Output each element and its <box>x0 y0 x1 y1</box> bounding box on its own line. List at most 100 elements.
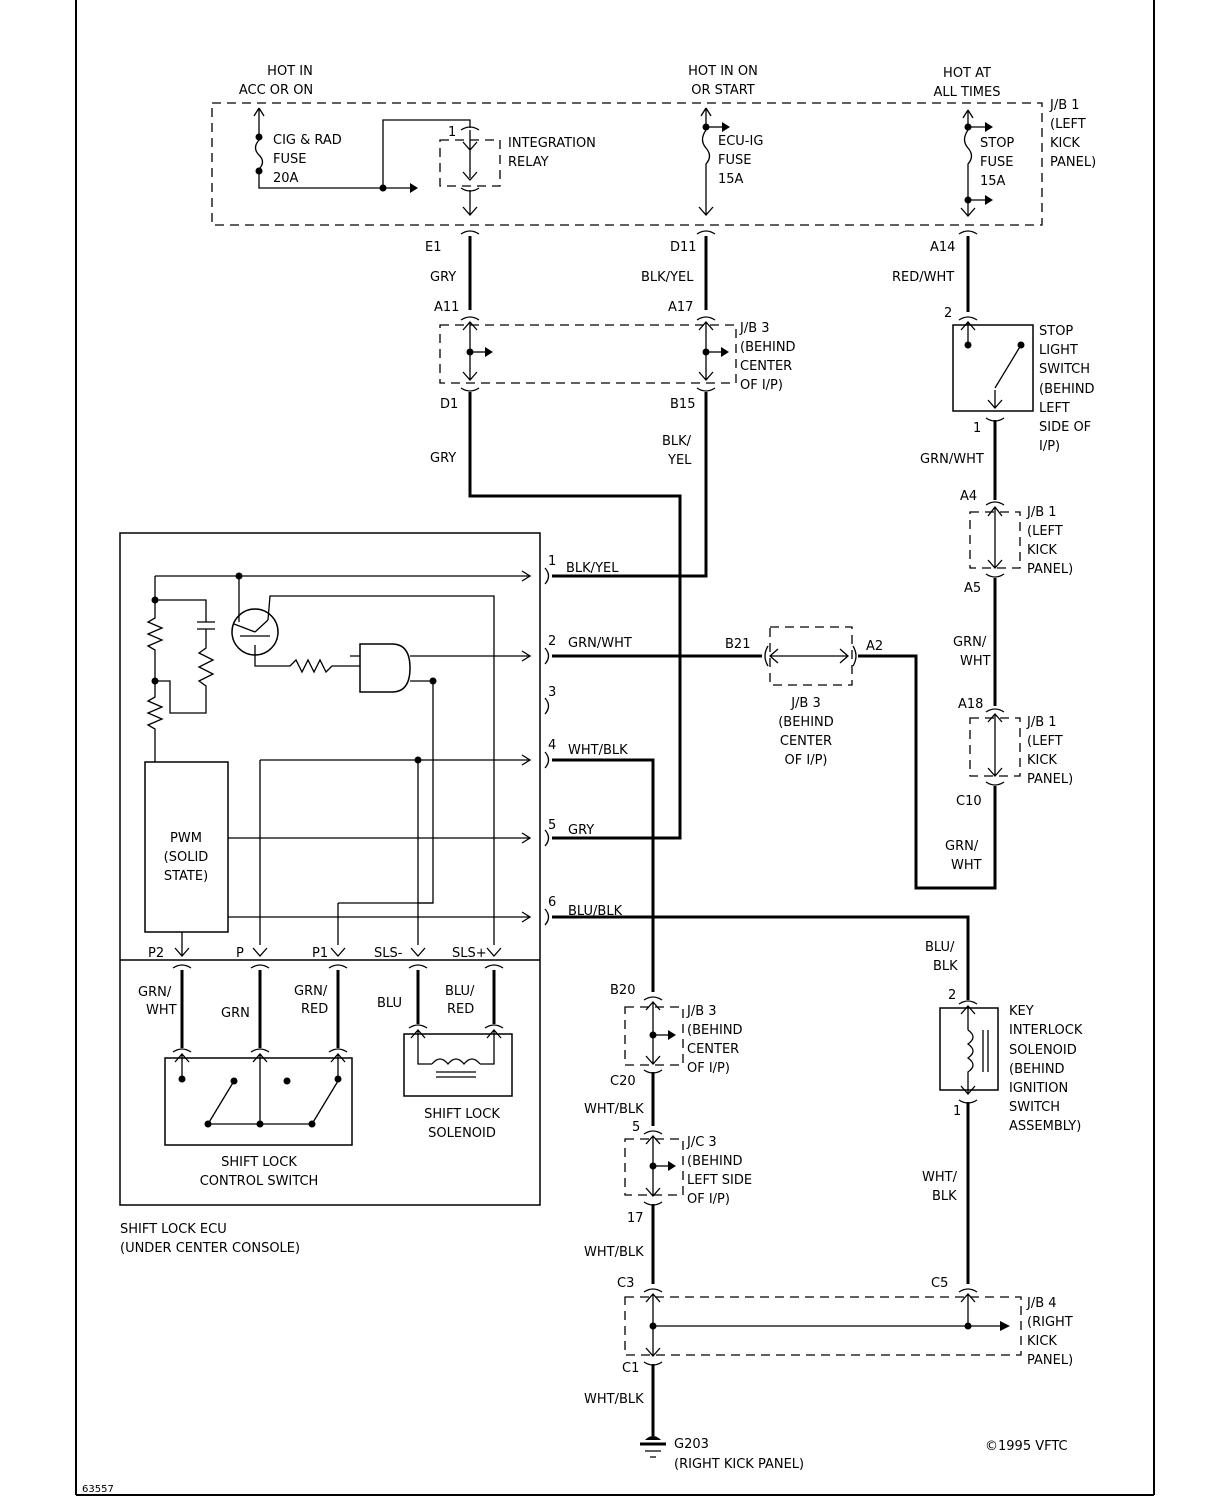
relay-out-arrow <box>462 190 478 216</box>
ecu-internal-circuit <box>146 572 495 945</box>
wire-blu-blk-pin6 <box>552 915 970 1000</box>
svg-text:J/B 3: J/B 3 <box>739 321 770 336</box>
svg-text:BLK/: BLK/ <box>662 434 692 449</box>
ecu-pin-2: 2 GRN/WHT <box>410 634 632 665</box>
conn-c20: C20 <box>610 1074 636 1089</box>
svg-text:KICK: KICK <box>1027 1334 1057 1349</box>
acc-on-label-1: HOT IN <box>267 64 313 79</box>
jb3-b21-box: B21 A2 J/B 3 (BEHIND CENTER OF I/P) <box>552 626 883 768</box>
svg-text:SHIFT LOCK: SHIFT LOCK <box>424 1107 500 1122</box>
jc3-pin-17: 17 <box>627 1211 644 1226</box>
conn-a4: A4 <box>960 489 977 504</box>
wire-wht-blk-label-2: WHT/BLK <box>584 1102 644 1117</box>
svg-text:4: 4 <box>548 738 556 753</box>
svg-text:WHT/BLK: WHT/BLK <box>568 743 628 758</box>
figure-number: 63557 <box>82 1484 114 1495</box>
jb1-top-box <box>211 102 1043 226</box>
svg-text:SHIFT LOCK: SHIFT LOCK <box>221 1155 297 1170</box>
wire-gry: E1 GRY <box>425 236 472 310</box>
ecu-ig-fuse: ECU-IG FUSE 15A <box>698 107 763 216</box>
ecu-pin-p2: P2 <box>148 946 164 961</box>
svg-text:RED: RED <box>447 1002 474 1017</box>
svg-text:(BEHIND: (BEHIND <box>778 715 834 730</box>
key-pin-2: 2 <box>948 988 956 1003</box>
svg-text:GRN/: GRN/ <box>138 985 172 1000</box>
svg-text:IGNITION: IGNITION <box>1009 1081 1068 1096</box>
stop-fuse: STOP FUSE 15A <box>960 109 1014 217</box>
conn-a5: A5 <box>964 581 981 596</box>
jb1-top-label: J/B 1 (LEFT KICK PANEL) <box>1049 98 1096 170</box>
svg-text:FUSE: FUSE <box>273 152 306 167</box>
svg-text:BLU/: BLU/ <box>925 940 955 955</box>
power-source-labels: HOT IN ACC OR ON HOT IN ON OR START HOT … <box>239 64 1001 100</box>
ecu-pin-p1: P1 <box>312 946 328 961</box>
svg-text:BLK/YEL: BLK/YEL <box>641 270 694 285</box>
svg-text:LIGHT: LIGHT <box>1039 343 1078 358</box>
svg-text:5: 5 <box>548 818 556 833</box>
svg-text:GRN/WHT: GRN/WHT <box>568 636 632 651</box>
jb3-b20-box: B20 J/B 3 (BEHIND CENTER OF I/P) C20 <box>610 983 743 1089</box>
svg-text:(LEFT: (LEFT <box>1027 734 1063 749</box>
svg-text:BLK: BLK <box>933 959 958 974</box>
svg-text:OF I/P): OF I/P) <box>687 1061 730 1076</box>
svg-text:15A: 15A <box>980 174 1006 189</box>
ecu-pin-4: 4 WHT/BLK <box>260 738 628 769</box>
conn-e1: E1 <box>425 240 442 255</box>
svg-text:15A: 15A <box>718 172 744 187</box>
svg-text:6: 6 <box>548 895 556 910</box>
jb1-connector-caps <box>460 230 978 235</box>
wire-wht-blk-label-4: WHT/BLK <box>584 1392 644 1407</box>
shift-lock-ecu-label: SHIFT LOCK ECU (UNDER CENTER CONSOLE) <box>120 1222 300 1256</box>
conn-a17: A17 <box>668 300 693 315</box>
svg-text:LEFT: LEFT <box>1039 401 1070 416</box>
wire-blk-yel: D11 BLK/YEL <box>641 236 708 310</box>
svg-text:OF I/P): OF I/P) <box>785 753 828 768</box>
conn-d1: D1 <box>440 397 458 412</box>
wire-wht-blk-pin4 <box>552 758 655 992</box>
svg-text:(BEHIND: (BEHIND <box>1039 382 1095 397</box>
svg-text:20A: 20A <box>273 171 299 186</box>
svg-text:3: 3 <box>548 685 556 700</box>
shift-lock-control-switch: SHIFT LOCK CONTROL SWITCH <box>164 1048 353 1189</box>
svg-text:SOLENOID: SOLENOID <box>1009 1043 1077 1058</box>
jc3-pin-5: 5 <box>632 1120 640 1135</box>
integration-relay: 1 INTEGRATION RELAY <box>439 125 596 192</box>
ecu-bottom-pin-arrows: P2 P P1 SLS- SLS+ <box>148 946 504 969</box>
svg-text:(BEHIND: (BEHIND <box>687 1154 743 1169</box>
jc3-box: 5 J/C 3 (BEHIND LEFT SIDE OF I/P) 17 <box>624 1120 752 1226</box>
svg-text:INTEGRATION: INTEGRATION <box>508 136 596 151</box>
svg-text:STOP: STOP <box>980 136 1014 151</box>
svg-text:SWITCH: SWITCH <box>1009 1100 1060 1115</box>
svg-text:J/B 3: J/B 3 <box>686 1004 717 1019</box>
ground-symbol: G203 (RIGHT KICK PANEL) <box>640 1436 804 1472</box>
svg-text:RELAY: RELAY <box>508 155 549 170</box>
conn-b20: B20 <box>610 983 635 998</box>
ecu-pins: 1 BLK/YEL 2 GRN/WHT 3 4 WHT/BLK 5 GRY <box>155 554 632 926</box>
svg-text:BLK/YEL: BLK/YEL <box>566 561 619 576</box>
svg-text:CONTROL SWITCH: CONTROL SWITCH <box>200 1174 319 1189</box>
svg-text:GRN/: GRN/ <box>294 984 328 999</box>
svg-text:(BEHIND: (BEHIND <box>687 1023 743 1038</box>
all-times-label-2: ALL TIMES <box>934 85 1001 100</box>
svg-text:2: 2 <box>548 634 556 649</box>
ecu-pin-sls-plus: SLS+ <box>452 946 487 961</box>
ecu-pin-6: 6 BLU/BLK <box>228 895 623 926</box>
svg-text:OF I/P): OF I/P) <box>687 1192 730 1207</box>
on-start-label-1: HOT IN ON <box>688 64 758 79</box>
conn-c10: C10 <box>956 794 982 809</box>
wire-grn-wht-right: GRN/WHT A4 J/B 1 (LEFT KICK PANEL) A5 GR… <box>858 420 1073 890</box>
svg-text:GRN/WHT: GRN/WHT <box>920 452 984 467</box>
svg-text:(SOLID: (SOLID <box>164 850 209 865</box>
svg-text:STATE): STATE) <box>164 869 208 884</box>
svg-text:YEL: YEL <box>667 453 692 468</box>
svg-text:BLU/BLK: BLU/BLK <box>568 904 623 919</box>
svg-text:GRY: GRY <box>568 823 594 838</box>
svg-text:KICK: KICK <box>1050 136 1080 151</box>
svg-text:SIDE OF: SIDE OF <box>1039 420 1091 435</box>
svg-text:RED: RED <box>301 1002 328 1017</box>
svg-text:(BEHIND: (BEHIND <box>1009 1062 1065 1077</box>
wire-blk-yel-to-ecu: BLK/ YEL <box>552 392 708 578</box>
svg-text:SHIFT LOCK ECU: SHIFT LOCK ECU <box>120 1222 227 1237</box>
svg-text:KICK: KICK <box>1027 543 1057 558</box>
